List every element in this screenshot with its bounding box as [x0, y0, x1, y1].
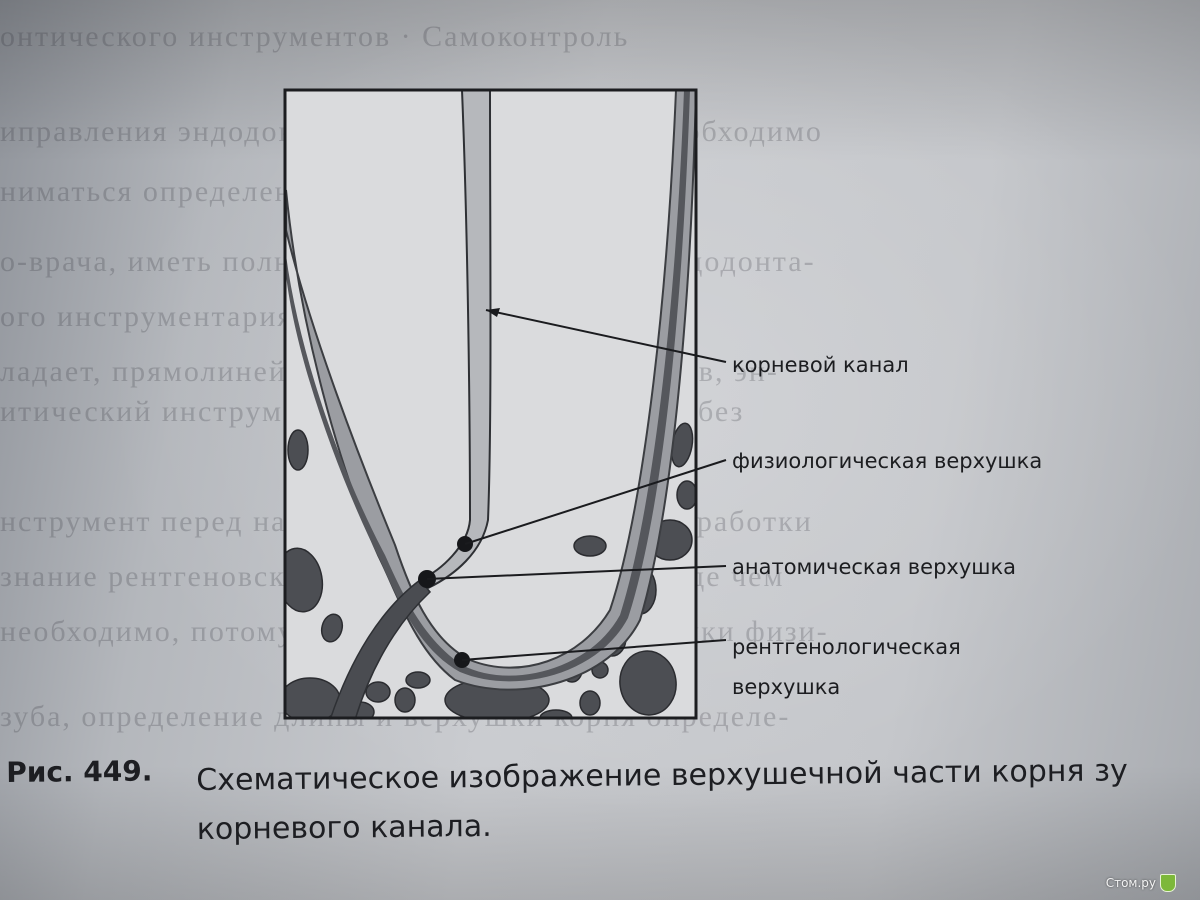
caption-text-line2: корневого канала. [196, 808, 492, 848]
watermark: Стом.ру [1106, 874, 1176, 892]
root-canal-label: корневой канал [732, 353, 909, 377]
anatomical-apex-leader-line [426, 565, 727, 580]
bleed-through-text: онтического инструментов · Самоконтроль [0, 20, 630, 53]
bone-particle [579, 690, 601, 716]
bone-particle [287, 429, 309, 471]
anatomical-apex-label: анатомическая верхушка [732, 555, 1017, 579]
bone-particle [676, 480, 696, 510]
bone-particle [365, 681, 391, 703]
bone-particle [285, 547, 324, 613]
root-canal-arrowhead [486, 308, 500, 317]
bone-particle [405, 671, 431, 689]
root-canal-leader-line [485, 309, 727, 363]
shield-icon [1160, 874, 1176, 892]
physiological-apex-label: физиологическая верхушка [732, 449, 1043, 473]
radiological-apex-leader-line [461, 639, 727, 661]
radiological-apex-label-line1: рентгенологическая [732, 635, 961, 659]
bleed-through-text: ого инструментария [0, 300, 294, 333]
bone-particle [539, 709, 573, 718]
bone-particle [573, 535, 607, 557]
caption-text-line1: Схематическое изображение верхушечной ча… [196, 753, 1128, 799]
diagram-frame-border [283, 88, 698, 720]
bone-particle [320, 613, 344, 643]
bone-particle [394, 687, 416, 713]
watermark-text: Стом.ру [1105, 876, 1156, 890]
figure-number: Рис. 449. [6, 754, 153, 789]
bone-particle [619, 650, 677, 716]
radiological-apex-label-line2: верхушка [732, 675, 841, 699]
physiological-apex-leader-line [464, 459, 727, 545]
